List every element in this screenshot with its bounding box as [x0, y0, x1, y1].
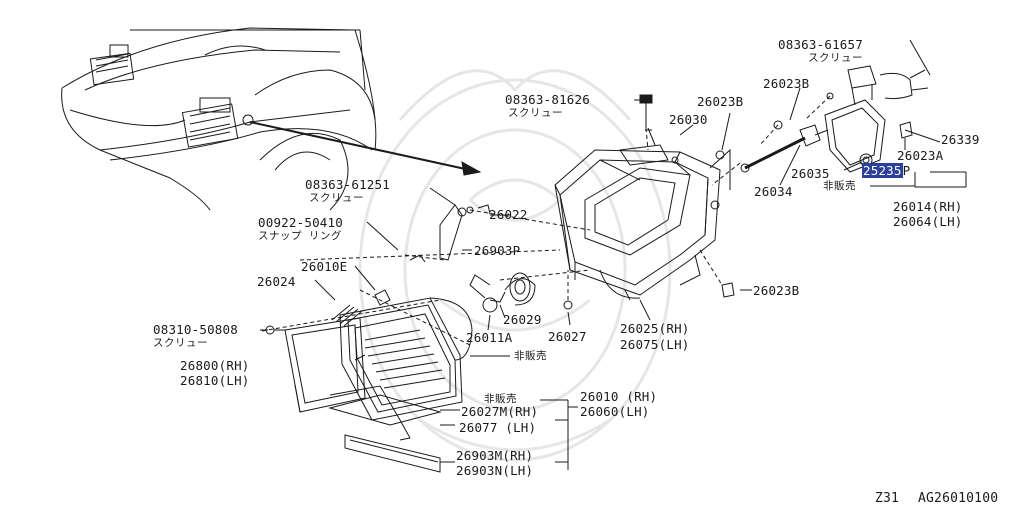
drawing-lines: [61, 27, 967, 473]
part-label-26800: 26800(RH): [180, 358, 250, 373]
part-label-26023B: 26023B: [763, 76, 810, 91]
spring-clips: [265, 254, 573, 335]
part-suffix: P: [902, 163, 911, 178]
part-label-26810: 26810(LH): [180, 373, 250, 388]
car-popup-lamp-left: [89, 44, 135, 86]
part-label-26903P: 26903P: [474, 243, 521, 258]
part-label-26011A: 26011A: [466, 330, 513, 345]
part-label-26035: 26035: [791, 166, 830, 181]
part-label-26075: 26075(LH): [620, 337, 690, 352]
part-label-26903N: 26903N(LH): [456, 463, 534, 478]
lower-strips: [328, 394, 442, 473]
part-note-screw: スクリュー: [153, 337, 208, 349]
part-label-26025: 26025(RH): [620, 321, 690, 336]
part-label-08310-50808: 08310-50808: [153, 322, 238, 337]
part-label-26064: 26064(LH): [893, 214, 963, 229]
car-popup-lamp-right: [181, 97, 254, 148]
part-label-08363-61251: 08363-61251: [305, 177, 390, 192]
nuts: [715, 120, 783, 298]
part-label-26022: 26022: [489, 207, 528, 222]
part-label-26027: 26027: [548, 329, 587, 344]
part-label-26023B: 26023B: [697, 94, 744, 109]
part-label-26027M: 26027M(RH): [461, 404, 539, 419]
not-for-sale-note: 非販売: [823, 180, 856, 192]
not-for-sale-note: 非販売: [484, 393, 517, 405]
part-label-26030: 26030: [669, 112, 708, 127]
part-note-screw: スクリュー: [808, 52, 863, 64]
screw-top-bracket: [639, 94, 653, 128]
housing-bracket: [554, 127, 731, 301]
part-label-26010E: 26010E: [301, 259, 348, 274]
leader-lines: [260, 39, 967, 470]
part-label-08363-81626: 08363-81626: [505, 92, 590, 107]
part-label-26023B: 26023B: [753, 283, 800, 298]
part-label-26077: 26077 (LH): [459, 420, 537, 435]
headlamp-unit: [339, 297, 473, 421]
part-note-screw: スクリュー: [508, 107, 563, 119]
part-label-00922-50410: 00922-50410: [258, 215, 343, 230]
part-label-26060: 26060(LH): [580, 404, 650, 419]
part-label-26903M: 26903M(RH): [456, 448, 534, 463]
watermark-emblem: [358, 69, 672, 462]
lamp-bezel: [284, 317, 411, 441]
part-label-26010: 26010 (RH): [580, 389, 658, 404]
part-note-snap-ring: スナップ リング: [258, 230, 342, 242]
highlighted-part-number[interactable]: 25235: [862, 163, 903, 178]
link-rod: [740, 124, 829, 173]
model-code: Z31: [875, 491, 900, 506]
part-label-26024: 26024: [257, 274, 296, 289]
part-label-08363-61657: 08363-61657: [778, 37, 863, 52]
part-label-26034: 26034: [754, 184, 793, 199]
car-front-sketch: [61, 27, 377, 211]
part-label-25235-row: 25235P: [862, 163, 911, 178]
dashed-assembly-lines: [261, 95, 831, 346]
bulb-socket: [469, 272, 536, 313]
part-label-26339: 26339: [941, 132, 980, 147]
motor-assembly: [824, 65, 929, 173]
part-label-26014: 26014(RH): [893, 199, 963, 214]
part-note-screw: スクリュー: [309, 192, 364, 204]
diagram-reference: AG26010100: [918, 491, 999, 506]
locator-arrow: [249, 121, 482, 176]
part-label-26023A: 26023A: [897, 148, 944, 163]
part-label-26029: 26029: [503, 312, 542, 327]
not-for-sale-note: 非販売: [514, 350, 547, 362]
